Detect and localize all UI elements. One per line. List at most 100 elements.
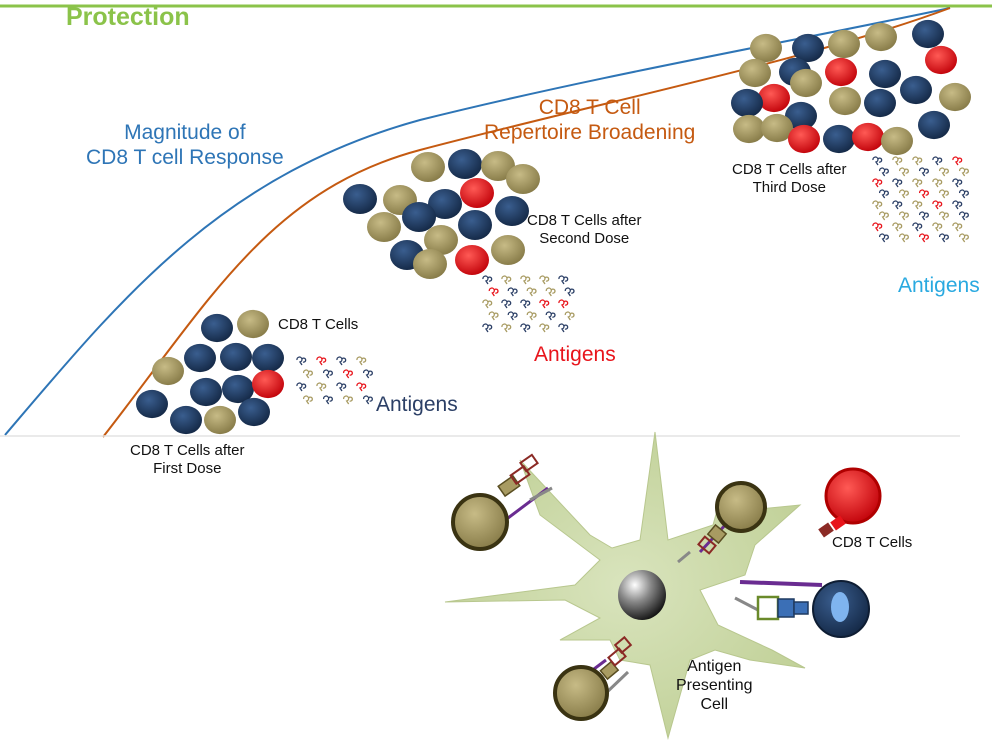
tcell-tan-lower-left xyxy=(553,635,633,721)
antigen-mark xyxy=(296,382,307,392)
apc-label-line-2: Presenting xyxy=(676,677,753,695)
stage3-caption-line-2: Third Dose xyxy=(752,179,826,196)
tcell-tan xyxy=(152,356,184,386)
tcell-tan xyxy=(761,113,793,143)
antigen-mark xyxy=(564,287,575,297)
antigen-mark xyxy=(899,189,909,199)
stage2-caption-line-1: CD8 T Cells after xyxy=(527,212,642,229)
antigen-mark xyxy=(919,167,929,177)
antigen-mark xyxy=(952,156,963,166)
tcell-red-right xyxy=(818,467,882,538)
antigen-mark xyxy=(879,167,889,177)
tcell-tan xyxy=(881,126,913,156)
tcell-red xyxy=(852,122,884,152)
tcell-tan xyxy=(939,82,971,112)
repertoire-label-line-1: CD8 T Cell xyxy=(538,96,641,119)
antigen-mark xyxy=(919,233,929,243)
tcell-tan-upper-left xyxy=(451,453,553,551)
tcell-navy xyxy=(222,374,254,404)
cell-cluster-second-dose xyxy=(343,149,540,279)
antigen-mark xyxy=(564,311,575,321)
tcell-red xyxy=(455,245,489,275)
antigen-mark xyxy=(879,233,889,243)
antigen-mark xyxy=(899,233,909,243)
stage2-caption-line-2: Second Dose xyxy=(539,230,630,247)
antigen-mark xyxy=(892,222,903,232)
tcell-navy xyxy=(190,377,222,407)
antigen-mark xyxy=(872,222,883,232)
antigen-mark xyxy=(932,200,943,210)
tcell-tan-upper-middle xyxy=(677,481,767,564)
antigen-mark xyxy=(482,299,493,309)
antigen-mark xyxy=(932,178,943,188)
tcell-tan xyxy=(413,249,447,279)
stage3-caption-line-1: CD8 T Cells after xyxy=(732,161,847,178)
antigen-mark xyxy=(912,222,923,232)
antigen-field-third-dose xyxy=(872,156,969,243)
tcell-navy xyxy=(184,343,216,373)
antigen-mark xyxy=(323,395,333,405)
antigen-mark xyxy=(482,275,493,285)
antigen-field-first-dose xyxy=(296,356,373,405)
tcell-navy xyxy=(785,101,817,131)
magnitude-label-line-1: Magnitude of xyxy=(124,121,246,144)
tcell-tan xyxy=(367,212,401,242)
stage1-caption-line-2: First Dose xyxy=(153,460,222,477)
stage1-caption-line-1: CD8 T Cells after xyxy=(130,442,245,459)
antigen-mark xyxy=(952,178,963,188)
tcell-red xyxy=(252,369,284,399)
antigen-mark xyxy=(879,211,889,221)
antigen-mark xyxy=(507,311,518,321)
antigen-mark xyxy=(939,189,949,199)
stage1-caption: CD8 T Cells after First Dose xyxy=(130,442,245,478)
stage3-caption: CD8 T Cells after Third Dose xyxy=(732,161,847,197)
antigen-mark xyxy=(939,233,949,243)
antigen-mark xyxy=(932,156,943,166)
magnitude-label-line-2: CD8 T cell Response xyxy=(86,146,284,170)
tcell-tan xyxy=(828,29,860,59)
tcell-navy xyxy=(823,124,855,154)
antigen-presenting-cell xyxy=(444,431,882,740)
magnitude-curve-label: Magnitude of CD8 T cell Response xyxy=(86,120,284,170)
tcell-navy xyxy=(912,19,944,49)
repertoire-curve-label: CD8 T Cell Repertoire Broadening xyxy=(484,95,695,145)
antigen-mark xyxy=(919,189,929,199)
tcell-tan xyxy=(481,151,515,181)
antigen-mark xyxy=(520,275,531,285)
antigen-mark xyxy=(501,299,512,309)
antigen-mark xyxy=(959,167,969,177)
antigen-mark xyxy=(356,356,367,366)
magnitude-curve xyxy=(4,7,951,436)
antigen-mark xyxy=(952,200,963,210)
antigen-mark xyxy=(892,178,903,188)
tcell-navy xyxy=(238,397,270,427)
apc-label: Antigen Presenting Cell xyxy=(676,657,753,715)
tcell-tan xyxy=(733,114,765,144)
tcell-tan xyxy=(750,33,782,63)
tcell-navy xyxy=(402,202,436,232)
tcell-red xyxy=(925,45,957,75)
repertoire-label-line-2: Repertoire Broadening xyxy=(484,121,696,145)
antigen-mark xyxy=(959,233,969,243)
antigen-mark xyxy=(343,369,353,379)
antigen-mark xyxy=(336,356,347,366)
antigen-mark xyxy=(526,311,537,321)
antigen-mark xyxy=(872,156,883,166)
tcell-tan xyxy=(491,235,525,265)
tcell-red xyxy=(825,57,857,87)
tcell-tan xyxy=(411,152,445,182)
antigen-mark xyxy=(952,222,963,232)
antigen-mark xyxy=(872,178,883,188)
stage2-antigens-label: Antigens xyxy=(534,343,616,366)
antigen-mark xyxy=(558,299,569,309)
antigen-mark xyxy=(316,382,327,392)
antigen-mark xyxy=(539,275,550,285)
antigen-mark xyxy=(526,287,537,297)
tcell-navy xyxy=(900,75,932,105)
antigen-mark xyxy=(303,395,313,405)
antigen-mark xyxy=(520,323,531,333)
antigen-mark xyxy=(558,275,569,285)
stage1-cells-label: CD8 T Cells xyxy=(278,316,359,333)
antigen-mark xyxy=(363,395,373,405)
